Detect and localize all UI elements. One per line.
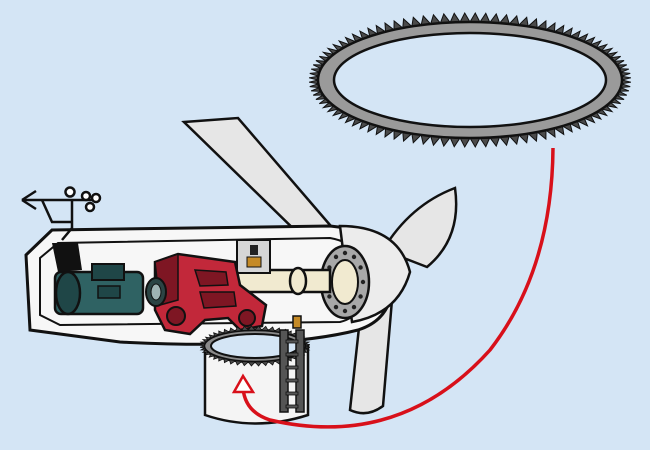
gear-tooth [267,360,276,366]
flange-bolt [358,294,363,299]
ladder-rung [285,352,299,357]
ladder-rung [285,339,299,344]
flange-bolt [327,294,332,299]
gear-tooth [247,361,256,367]
gear-tooth [303,341,311,345]
blade-right [381,186,458,269]
gear-tooth [199,341,207,345]
gear-tooth [223,328,231,334]
gear-tooth [305,345,311,349]
magnify-arrow [231,147,555,429]
yaw-bearing-ring-magnified [308,11,632,149]
gear-tooth [201,349,209,353]
gear-tooth [241,361,250,367]
gear-tooth [208,334,216,339]
gear-tooth [218,330,226,336]
ladder-rung [285,378,299,383]
gear-tooth [201,339,209,343]
ladder-rung [285,391,299,396]
gear-tooth [213,355,221,360]
gear-tooth [228,327,237,333]
flange-bolt [333,304,339,310]
anemometer-wind-vane [21,186,102,241]
gear-tooth [228,359,237,365]
flange-bolt [351,254,357,260]
coupling [145,277,167,307]
flange-bolt [327,265,332,270]
gear-tooth [218,356,226,362]
gearbox [153,252,268,336]
hub-flange [319,244,371,320]
sensor-block [52,243,82,272]
gear-tooth [234,326,243,332]
gear-tooth [247,325,256,331]
flange-bolt [360,279,366,285]
gear-tooth [199,345,205,349]
gear-tooth [303,347,311,351]
gear-tooth [267,326,276,332]
flange-bolt [358,265,363,270]
gear-tooth [254,361,263,367]
gear-tooth [254,325,263,331]
ladder-rung [285,365,299,370]
ladder-rung [285,404,299,409]
gear-tooth [305,343,311,347]
gear-tooth [241,325,250,331]
generator [53,263,145,316]
gear-tooth [213,332,221,337]
gear-tooth [234,360,243,366]
flange-bolt [351,304,357,310]
gear-tooth [204,351,212,356]
gear-tooth [223,358,231,364]
rotor-blades [181,116,458,415]
gear-tooth [199,343,205,347]
gear-tooth [208,353,216,358]
gear-tooth [204,336,212,341]
controller [236,239,271,274]
tower-ladder [279,315,305,413]
flange-bolt [333,254,339,260]
gear-tooth [199,347,207,351]
arrow-icon [231,373,256,394]
gear-tooth [260,361,269,367]
flange-bolt [342,250,348,256]
gear-tooth [260,325,269,331]
flange-bolt [342,308,348,314]
